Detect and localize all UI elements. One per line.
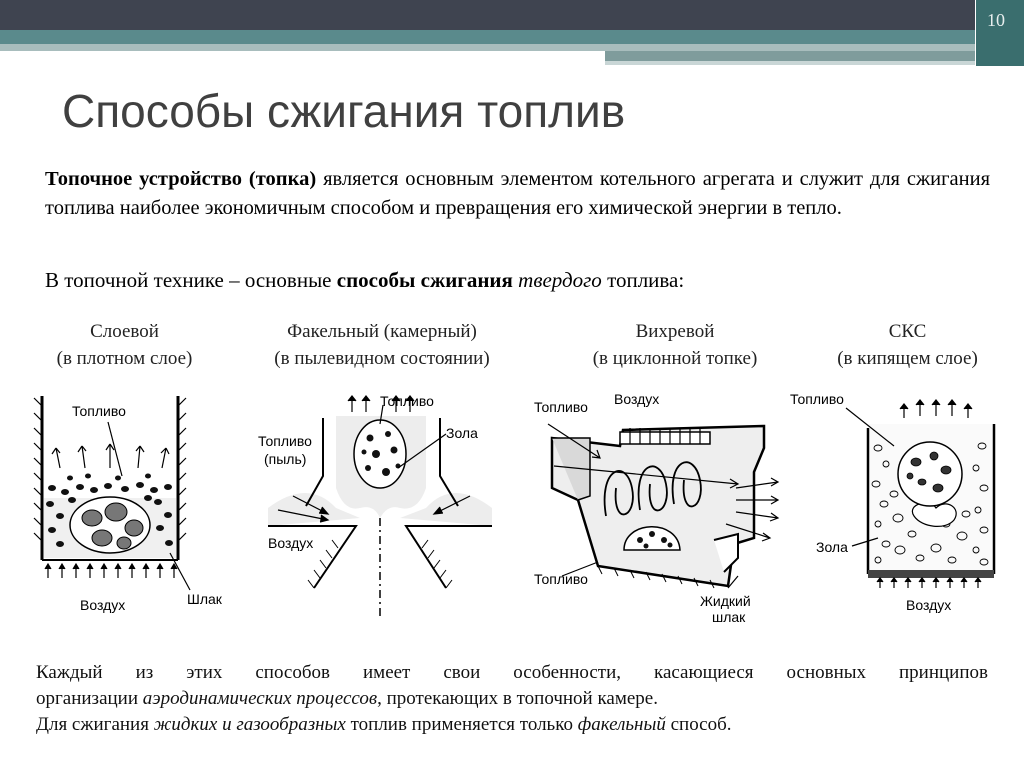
closing-line-2b: , протекающих в топочной камере.	[377, 688, 658, 709]
method-name: СКС	[888, 321, 927, 342]
header-bar	[0, 0, 1024, 30]
closing-line-1: Каждый из этих способов имеет свои особе…	[36, 662, 988, 683]
intro-text: является основным элементом котельного а…	[45, 168, 990, 219]
header-accent-light	[605, 61, 975, 65]
method-vortex: Вихревой (в циклонной топке)	[560, 318, 790, 372]
label-slag: Шлак	[187, 591, 223, 607]
method-layer: Слоевой (в плотном слое)	[32, 318, 217, 372]
closing-line-2-italic: аэродинамических процессов	[142, 688, 378, 709]
page-number: 10	[987, 10, 1005, 30]
method-note: (в плотном слое)	[56, 348, 193, 369]
closing-line-3a: Для сжигания	[36, 714, 154, 735]
vortex-combustion-diagram: Топливо Воздух Топливо Жидкий шлак	[534, 391, 780, 625]
label-flame-air: Воздух	[268, 535, 313, 551]
closing-line-3c: способ.	[665, 714, 732, 735]
header-accent	[605, 51, 975, 61]
lead-italic: твердого	[518, 268, 602, 292]
label-dust: (пыль)	[264, 451, 306, 467]
method-flame: Факельный (камерный) (в пылевидном состо…	[236, 318, 528, 372]
closing-line-3: Для сжигания жидких и газообразных топли…	[36, 712, 988, 738]
label-slag: шлак	[712, 609, 746, 625]
lead-part1: В топочной технике – основные	[45, 268, 337, 292]
closing-line-2a: организации	[36, 688, 143, 709]
method-note: (в пылевидном состоянии)	[274, 348, 490, 369]
method-name: Факельный (камерный)	[287, 321, 477, 342]
method-name: Вихревой	[635, 321, 715, 342]
layer-combustion-diagram: Топливо Воздух Шлак	[33, 396, 223, 613]
lead-part2: топлива:	[601, 268, 685, 292]
closing-line-2: организации аэродинамических процессов, …	[36, 686, 988, 712]
method-note: (в кипящем слое)	[837, 348, 978, 369]
label-fluid-air: Воздух	[906, 597, 951, 613]
flame-combustion-diagram: Топливо (пыль) Топливо Зола Воздух	[258, 393, 492, 618]
fluidized-bed-diagram: Топливо Зола Воздух	[790, 391, 996, 613]
closing-line-3-italic-1: жидких и газообразных	[153, 714, 346, 735]
label-flame-fuel: Топливо	[380, 393, 434, 409]
label-dust-fuel: Топливо	[258, 433, 312, 449]
method-note: (в циклонной топке)	[592, 348, 758, 369]
closing-paragraph: Каждый из этих способов имеет свои особе…	[36, 660, 988, 738]
lead-paragraph: В топочной технике – основные способы сж…	[45, 268, 684, 293]
method-fluidized: СКС (в кипящем слое)	[810, 318, 1005, 372]
label-vortex-fuel-top: Топливо	[534, 399, 588, 415]
label-fuel: Топливо	[72, 403, 126, 419]
slide-title: Способы сжигания топлив	[62, 85, 626, 137]
label-fluid-fuel: Топливо	[790, 391, 844, 407]
label-air: Воздух	[80, 597, 125, 613]
lead-bold: способы сжигания	[336, 268, 513, 292]
closing-line-3b: топлив применяется только	[345, 714, 578, 735]
label-liquid: Жидкий	[700, 593, 751, 609]
header-stripe-light	[0, 44, 975, 51]
header-stripe	[0, 30, 975, 44]
label-vortex-fuel-bottom: Топливо	[534, 571, 588, 587]
label-ash: Зола	[446, 425, 478, 441]
closing-line-3-italic-2: факельный	[577, 714, 666, 735]
method-name: Слоевой	[90, 321, 159, 342]
label-vortex-air: Воздух	[614, 391, 659, 407]
intro-bold-term: Топочное устройство (топка)	[45, 168, 317, 190]
intro-paragraph: Топочное устройство (топка) является осн…	[45, 165, 990, 223]
label-fluid-ash: Зола	[816, 539, 848, 555]
page-number-box	[975, 0, 1024, 66]
